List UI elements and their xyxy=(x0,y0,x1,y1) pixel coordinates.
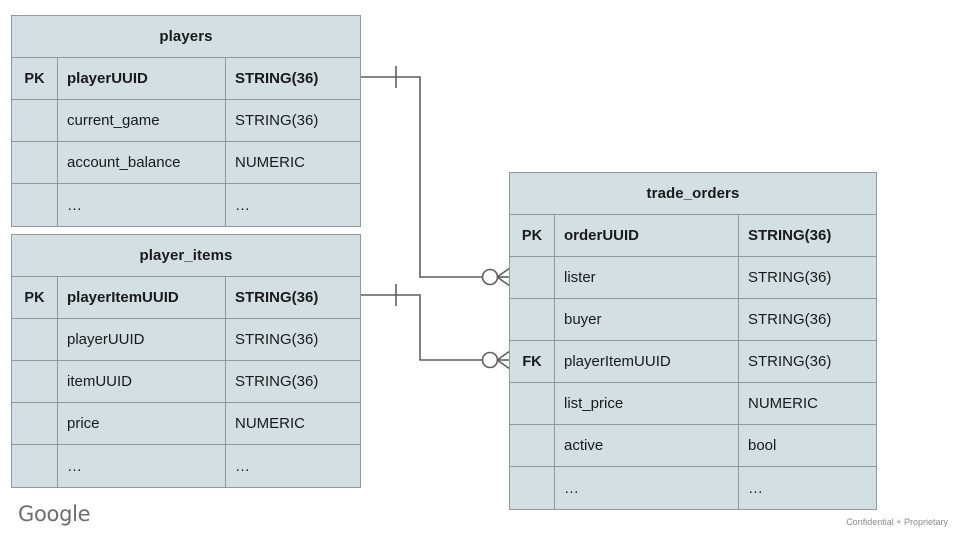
row-column-name: … xyxy=(555,467,739,509)
table-row[interactable]: itemUUID STRING(36) xyxy=(12,361,360,403)
table-row[interactable]: active bool xyxy=(510,425,876,467)
row-key-badge xyxy=(12,184,58,226)
row-key-badge xyxy=(510,383,555,424)
table-row[interactable]: lister STRING(36) xyxy=(510,257,876,299)
row-column-name: active xyxy=(555,425,739,466)
row-column-name: playerItemUUID xyxy=(555,341,739,382)
row-column-name: … xyxy=(58,445,226,487)
row-column-name: price xyxy=(58,403,226,444)
row-data-type: NUMERIC xyxy=(235,154,305,171)
table-row[interactable]: FK playerItemUUID STRING(36) xyxy=(510,341,876,383)
row-key-badge: PK xyxy=(510,215,555,256)
row-column-name: playerUUID xyxy=(58,319,226,360)
row-data-type: STRING(36) xyxy=(235,112,319,129)
relationship-player-items-trade-orders xyxy=(361,284,511,370)
row-column-name: current_game xyxy=(58,100,226,141)
row-data-type: STRING(36) xyxy=(748,269,832,286)
row-data-type: NUMERIC xyxy=(235,415,305,432)
row-key-badge xyxy=(12,403,58,444)
er-table-trade-orders[interactable]: trade_orders PK orderUUID STRING(36) lis… xyxy=(509,172,877,510)
cardinality-zero-circle xyxy=(481,268,499,286)
row-data-type: bool xyxy=(748,437,777,454)
row-data-type: STRING(36) xyxy=(235,70,319,87)
table-title-player-items: player_items xyxy=(12,235,360,277)
row-column-name: list_price xyxy=(555,383,739,424)
row-key-badge xyxy=(12,361,58,402)
table-row[interactable]: PK playerUUID STRING(36) xyxy=(12,58,360,100)
table-row[interactable]: PK playerItemUUID STRING(36) xyxy=(12,277,360,319)
table-row[interactable]: price NUMERIC xyxy=(12,403,360,445)
row-column-name: account_balance xyxy=(58,142,226,183)
row-data-type: STRING(36) xyxy=(235,289,319,306)
row-data-type: … xyxy=(235,457,252,475)
row-column-name: lister xyxy=(555,257,739,298)
row-key-badge: PK xyxy=(12,277,58,318)
row-column-name: playerItemUUID xyxy=(58,277,226,318)
row-key-badge xyxy=(510,299,555,340)
row-key-badge xyxy=(510,425,555,466)
row-column-name: itemUUID xyxy=(58,361,226,402)
table-row[interactable]: PK orderUUID STRING(36) xyxy=(510,215,876,257)
row-key-badge xyxy=(12,445,58,487)
table-row[interactable]: list_price NUMERIC xyxy=(510,383,876,425)
row-data-type: NUMERIC xyxy=(748,395,818,412)
confidentiality-note: Confidential + Proprietary xyxy=(846,517,948,527)
row-data-type: … xyxy=(235,196,252,214)
table-title-trade-orders: trade_orders xyxy=(510,173,876,215)
row-key-badge xyxy=(510,467,555,509)
table-row[interactable]: playerUUID STRING(36) xyxy=(12,319,360,361)
row-key-badge: FK xyxy=(510,341,555,382)
row-key-badge xyxy=(12,319,58,360)
table-row[interactable]: account_balance NUMERIC xyxy=(12,142,360,184)
er-table-player-items[interactable]: player_items PK playerItemUUID STRING(36… xyxy=(11,234,361,488)
row-key-badge: PK xyxy=(12,58,58,99)
row-key-badge xyxy=(12,142,58,183)
table-title-players: players xyxy=(12,16,360,58)
table-row[interactable]: … … xyxy=(12,184,360,226)
table-row[interactable]: buyer STRING(36) xyxy=(510,299,876,341)
row-data-type: STRING(36) xyxy=(235,373,319,390)
table-row[interactable]: … … xyxy=(510,467,876,509)
row-data-type: STRING(36) xyxy=(748,353,832,370)
google-logo: Google xyxy=(18,502,91,526)
row-column-name: orderUUID xyxy=(555,215,739,256)
cardinality-zero-circle xyxy=(481,351,499,369)
row-data-type: STRING(36) xyxy=(748,311,832,328)
row-column-name: … xyxy=(58,184,226,226)
row-column-name: buyer xyxy=(555,299,739,340)
relationship-players-trade-orders xyxy=(361,66,511,287)
row-key-badge xyxy=(12,100,58,141)
row-data-type: … xyxy=(748,479,765,497)
row-data-type: STRING(36) xyxy=(235,331,319,348)
row-data-type: STRING(36) xyxy=(748,227,832,244)
table-row[interactable]: … … xyxy=(12,445,360,487)
row-key-badge xyxy=(510,257,555,298)
row-column-name: playerUUID xyxy=(58,58,226,99)
er-table-players[interactable]: players PK playerUUID STRING(36) current… xyxy=(11,15,361,227)
table-row[interactable]: current_game STRING(36) xyxy=(12,100,360,142)
